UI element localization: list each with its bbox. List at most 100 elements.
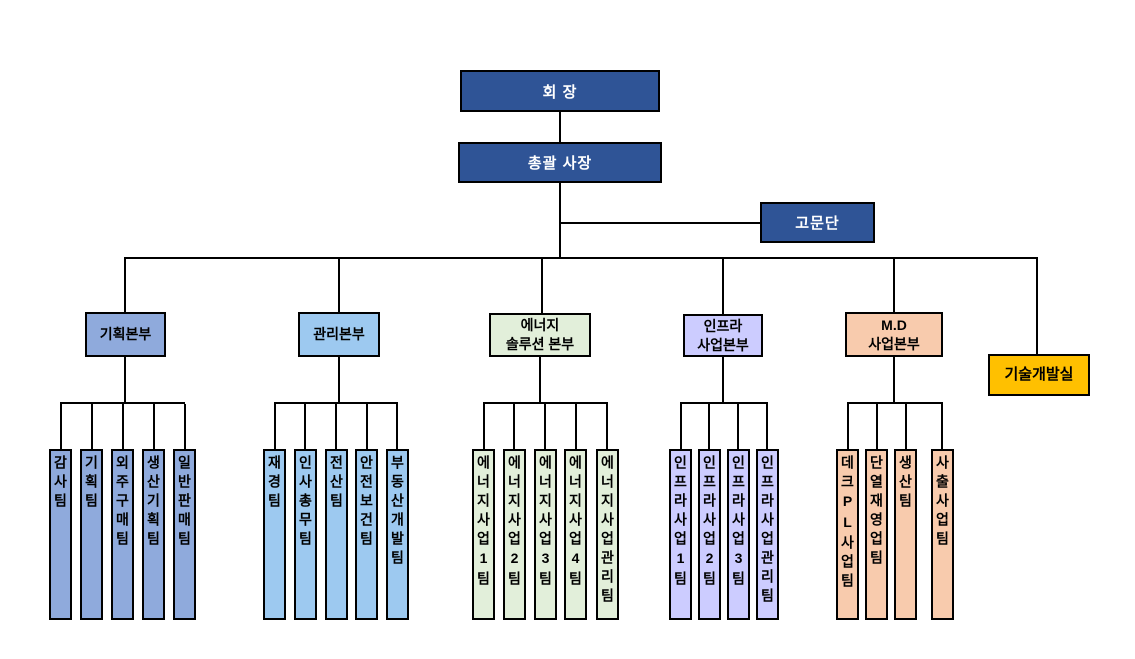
- team-box: 기획팀: [80, 449, 103, 620]
- team-box: 인프라사업2팀: [698, 449, 721, 620]
- connector-advisory: [560, 222, 760, 224]
- drop-management: [338, 258, 340, 312]
- team-label: 재경팀: [266, 455, 283, 512]
- team-drop: [941, 404, 943, 449]
- division-box-tech: 기술개발실: [988, 354, 1090, 396]
- team-box: 인사총무팀: [294, 449, 317, 620]
- team-drop: [304, 404, 306, 449]
- team-label: 인프라사업2팀: [701, 455, 718, 590]
- team-drop: [366, 404, 368, 449]
- bus-energy: [483, 402, 608, 404]
- team-drop: [544, 404, 546, 449]
- advisory-box: 고문단: [760, 202, 875, 243]
- team-box: 에너지사업2팀: [503, 449, 526, 620]
- team-drop: [91, 404, 93, 449]
- team-label: 안전보건팀: [358, 455, 375, 550]
- team-box: 에너지사업4팀: [564, 449, 587, 620]
- team-drop: [606, 404, 608, 449]
- team-box: 사출사업팀: [931, 449, 954, 620]
- main-bus-line: [124, 257, 1038, 259]
- division-box-management: 관리본부: [298, 312, 380, 357]
- team-label: 에너지사업2팀: [506, 455, 523, 590]
- division-label: 관리본부: [313, 326, 365, 343]
- team-label: 부동산개발팀: [389, 455, 406, 569]
- team-box: 안전보건팀: [355, 449, 378, 620]
- division-label: 에너지 솔루션 본부: [505, 317, 575, 352]
- team-label: 사출사업팀: [934, 455, 951, 550]
- team-drop: [737, 404, 739, 449]
- team-box: 외주구매팀: [111, 449, 134, 620]
- feed-md: [893, 357, 895, 402]
- feed-planning: [124, 357, 126, 402]
- team-box: 에너지사업관리팀: [596, 449, 619, 620]
- team-label: 일반판매팀: [176, 455, 193, 550]
- division-box-md: M.D 사업본부: [845, 312, 943, 357]
- team-label: 에너지사업관리팀: [599, 455, 616, 607]
- president-box: 총괄 사장: [458, 142, 662, 183]
- team-label: 기획팀: [83, 455, 100, 512]
- connector-chairman-president: [559, 112, 561, 142]
- team-box: 단열재영업팀: [865, 449, 888, 620]
- team-drop: [483, 404, 485, 449]
- president-label: 총괄 사장: [527, 155, 593, 172]
- team-box: 생산팀: [894, 449, 917, 620]
- team-drop: [847, 404, 849, 449]
- team-drop: [766, 404, 768, 449]
- team-drop: [122, 404, 124, 449]
- drop-tech: [1036, 258, 1038, 354]
- bus-infra: [680, 402, 768, 404]
- team-label: 외주구매팀: [114, 455, 131, 550]
- chairman-box: 회 장: [460, 70, 660, 112]
- division-label: 기획본부: [99, 326, 152, 343]
- division-label: M.D 사업본부: [868, 316, 920, 352]
- team-box: 감사팀: [49, 449, 72, 620]
- bus-management: [274, 402, 398, 404]
- feed-infra: [722, 357, 724, 402]
- team-label: 인프라사업3팀: [730, 455, 747, 590]
- team-label: 에너지사업4팀: [567, 455, 584, 590]
- team-label: 데크PL사업팀: [839, 455, 856, 592]
- feed-management: [338, 357, 340, 402]
- team-box: 부동산개발팀: [386, 449, 409, 620]
- team-drop: [60, 404, 62, 449]
- team-label: 인프라사업1팀: [672, 455, 689, 590]
- team-box: 인프라사업3팀: [727, 449, 750, 620]
- team-box: 인프라사업1팀: [669, 449, 692, 620]
- bus-md: [847, 402, 943, 404]
- team-label: 생산기획팀: [145, 455, 162, 550]
- division-box-infra: 인프라 사업본부: [683, 314, 763, 357]
- connector-president-bus: [559, 183, 561, 258]
- drop-md: [893, 258, 895, 312]
- team-drop: [680, 404, 682, 449]
- chairman-label: 회 장: [542, 83, 578, 101]
- team-box: 일반판매팀: [173, 449, 196, 620]
- team-label: 인사총무팀: [297, 455, 314, 550]
- team-label: 에너지사업3팀: [537, 455, 554, 590]
- team-label: 전산팀: [328, 455, 345, 512]
- team-label: 감사팀: [52, 455, 69, 512]
- team-drop: [274, 404, 276, 449]
- team-label: 에너지사업1팀: [475, 455, 492, 590]
- drop-planning: [124, 258, 126, 312]
- drop-infra: [722, 258, 724, 314]
- team-drop: [513, 404, 515, 449]
- team-drop: [708, 404, 710, 449]
- division-label: 기술개발실: [1004, 365, 1074, 383]
- feed-energy: [539, 357, 541, 402]
- team-label: 인프라사업관리팀: [759, 455, 776, 607]
- division-box-energy: 에너지 솔루션 본부: [489, 313, 591, 357]
- team-box: 데크PL사업팀: [836, 449, 859, 620]
- team-box: 에너지사업3팀: [534, 449, 557, 620]
- team-drop: [153, 404, 155, 449]
- drop-energy: [541, 258, 543, 313]
- bus-planning: [60, 402, 185, 404]
- division-label: 인프라 사업본부: [697, 317, 749, 353]
- team-box: 재경팀: [263, 449, 286, 620]
- team-drop: [876, 404, 878, 449]
- team-drop: [575, 404, 577, 449]
- team-label: 단열재영업팀: [868, 455, 885, 569]
- team-drop: [184, 404, 186, 449]
- advisory-label: 고문단: [795, 215, 840, 232]
- team-box: 생산기획팀: [142, 449, 165, 620]
